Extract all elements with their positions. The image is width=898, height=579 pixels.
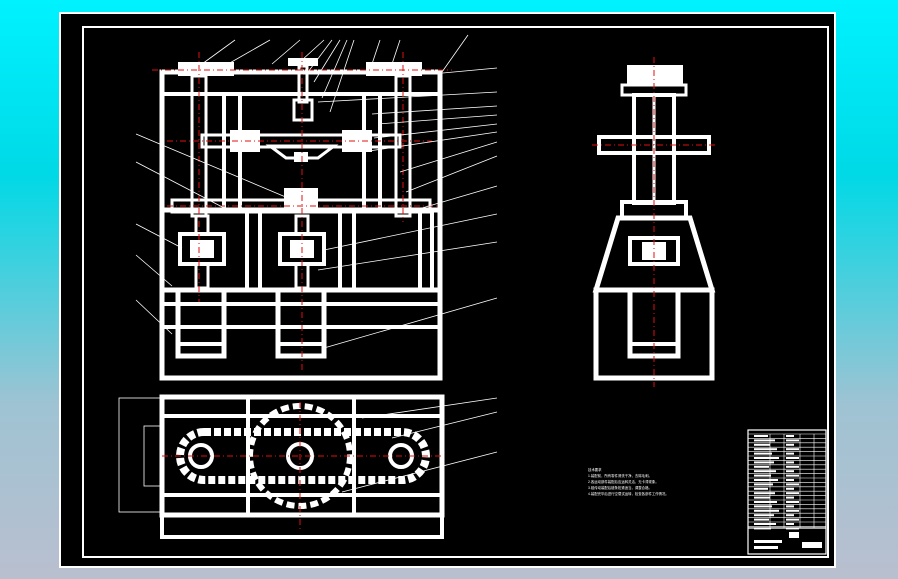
parts-list-entry [754, 523, 776, 525]
parts-list-entry [754, 435, 768, 437]
parts-list-entry [786, 523, 794, 525]
parts-list-entry [754, 505, 772, 508]
top-view [118, 394, 445, 539]
parts-list-entry [786, 448, 799, 451]
parts-list-entry [786, 496, 794, 499]
parts-list-entry [786, 457, 799, 459]
center-coupling [284, 188, 318, 212]
parts-list-entry [754, 479, 778, 481]
parts-list-entry [786, 518, 799, 521]
engineering-drawing: 技术要求 1.装配前，所有零件清洗干净，去除毛刺。 2.各运动部件装配后应运转灵… [82, 26, 829, 558]
parts-list-entry [786, 487, 794, 490]
motor-center [275, 287, 327, 359]
drawing-sheet: 技术要求 1.装配前，所有零件清洗干净，去除毛刺。 2.各运动部件装配后应运转灵… [59, 12, 836, 568]
parts-list-entry [786, 492, 799, 495]
note-line: 1.装配前，所有零件清洗干净，去除毛刺。 [588, 473, 652, 478]
front-view [152, 52, 452, 381]
motor-left [175, 287, 227, 359]
parts-list-entry [754, 496, 770, 499]
parts-list-entry [754, 474, 771, 477]
top-bearing-left [178, 62, 234, 76]
top-bearing-right [366, 62, 422, 76]
parts-list-entry [786, 465, 799, 468]
note-line: 4.装配完毕后进行空载试运转，检查各部件工作情况。 [588, 491, 669, 496]
parts-list-entry [754, 492, 775, 495]
title-stamp [789, 532, 799, 538]
notes-heading: 技术要求 [588, 467, 602, 472]
parts-list-entry [786, 514, 794, 517]
parts-list-entry [786, 474, 799, 477]
parts-list-entry [786, 509, 799, 512]
parts-list-entry [786, 479, 794, 481]
top-handwheel [288, 58, 318, 66]
parts-list-entry [754, 439, 775, 442]
parts-list-entry [786, 439, 799, 442]
parts-list-entry [754, 470, 776, 473]
title-block [747, 429, 827, 555]
technical-notes: 技术要求 1.装配前，所有零件清洗干净，去除毛刺。 2.各运动部件装配后应运转灵… [588, 467, 669, 496]
parts-list-entry [754, 457, 779, 459]
parts-list-entry [754, 443, 770, 446]
parts-list-entry [754, 487, 768, 490]
parts-list-entry [754, 448, 777, 451]
parts-list-entry [754, 465, 769, 468]
note-line: 3.链传动装配后链条松紧适当，调整合格。 [588, 485, 652, 490]
note-line: 2.各运动部件装配后应运转灵活，无卡滞现象。 [588, 479, 659, 484]
parts-list-entry [754, 452, 772, 455]
parts-list-entry [786, 483, 799, 486]
parts-list-entry [754, 461, 774, 464]
parts-list-entry [786, 443, 794, 446]
parts-list-entry [786, 505, 794, 508]
parts-list-entry [754, 514, 774, 517]
parts-list-entry [786, 470, 794, 473]
side-top-bearing [627, 65, 683, 85]
parts-list-entry [786, 452, 794, 455]
leader-lines [135, 34, 498, 493]
parts-list-entry [754, 483, 773, 486]
parts-list-entry [786, 435, 794, 437]
parts-list-entry [754, 518, 769, 521]
parts-list-entry [786, 461, 794, 464]
parts-list-entry [754, 501, 777, 503]
side-view [592, 57, 717, 387]
parts-list-entry [754, 509, 779, 512]
parts-list-entry [786, 501, 799, 503]
inner-frame [82, 26, 829, 558]
